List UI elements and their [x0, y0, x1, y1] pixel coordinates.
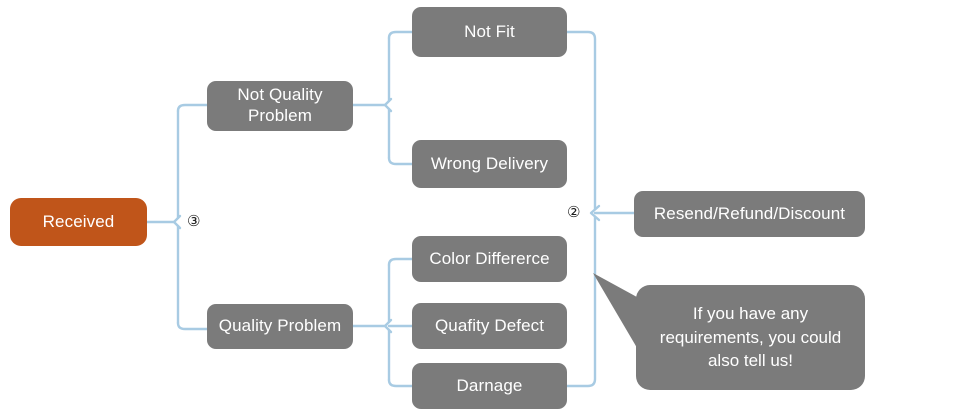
- node-wrong-delivery[interactable]: Wrong Delivery: [412, 140, 567, 188]
- callout-bubble[interactable]: If you have any requirements, you could …: [636, 285, 865, 390]
- node-color-difference-label: Color Differerce: [429, 248, 550, 268]
- node-quality-problem[interactable]: Quality Problem: [207, 304, 353, 349]
- node-not-fit[interactable]: Not Fit: [412, 7, 567, 57]
- node-quality-problem-label: Quality Problem: [218, 316, 342, 336]
- node-received-label: Received: [42, 211, 115, 231]
- edge-left-junction: [172, 214, 182, 230]
- edge-right-trunk-upper: [565, 30, 597, 211]
- node-quality-defect-label: Quafity Defect: [434, 315, 545, 335]
- node-wrong-delivery-label: Wrong Delivery: [430, 153, 549, 173]
- branch-marker-right: ②: [567, 203, 581, 221]
- callout-line-2: requirements, you could: [659, 327, 842, 347]
- node-resolution[interactable]: Resend/Refund/Discount: [634, 191, 865, 237]
- node-not-quality-problem[interactable]: Not Quality Problem: [207, 81, 353, 131]
- edge-q-junction: [383, 318, 393, 334]
- node-color-difference[interactable]: Color Differerce: [412, 236, 567, 282]
- edge-q-color-difference: [387, 257, 414, 267]
- branch-marker-left: ③: [187, 212, 201, 230]
- edge-wrong-delivery-trunk: [567, 164, 595, 171]
- node-damage[interactable]: Darnage: [412, 363, 567, 409]
- node-not-quality-problem-label: Not Quality Problem: [237, 85, 323, 125]
- edge-nq-wrong-delivery: [387, 156, 414, 166]
- callout-line-1: If you have any: [692, 304, 809, 324]
- callout-text: If you have any requirements, you could …: [660, 302, 841, 372]
- edge-color-diff-trunk: [567, 259, 595, 266]
- edge-nq-not-fit: [387, 30, 414, 40]
- edge-q-damage: [387, 378, 414, 388]
- node-damage-label: Darnage: [456, 375, 523, 395]
- node-not-fit-label: Not Fit: [464, 21, 515, 41]
- node-received[interactable]: Received: [10, 198, 147, 246]
- edge-nq-junction: [383, 97, 393, 113]
- node-resolution-label: Resend/Refund/Discount: [653, 203, 846, 223]
- edge-right-junction: [589, 204, 601, 222]
- callout-line-3: also tell us!: [707, 351, 794, 371]
- node-quality-defect[interactable]: Quafity Defect: [412, 303, 567, 349]
